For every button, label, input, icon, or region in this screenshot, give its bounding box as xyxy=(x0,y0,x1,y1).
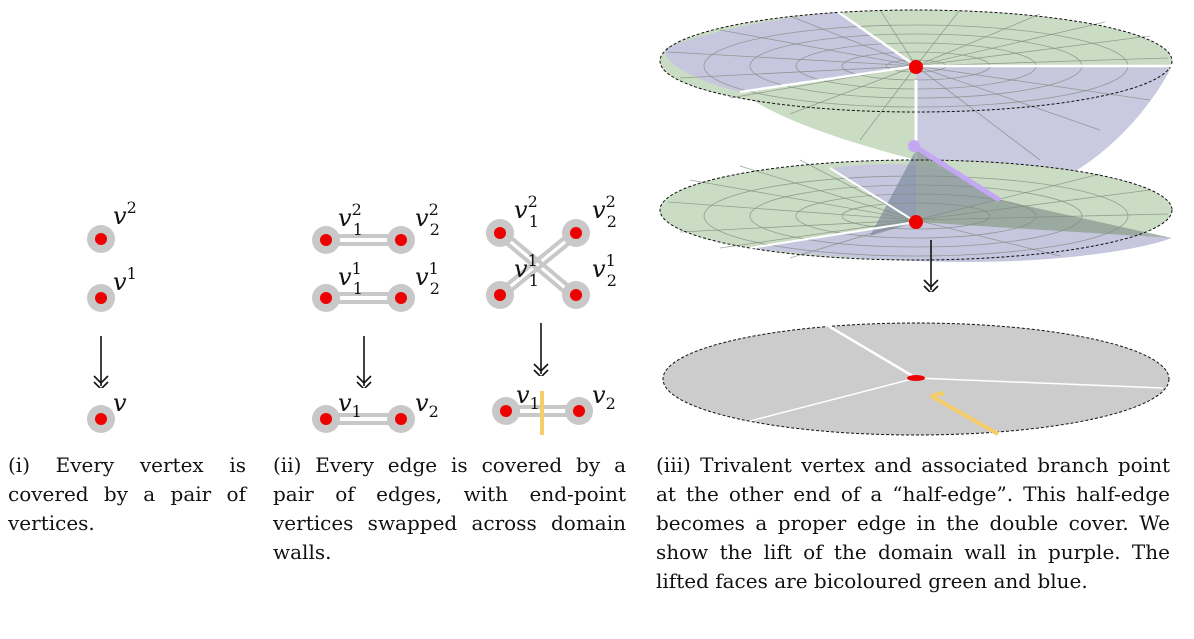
crossed-edges xyxy=(486,219,590,309)
panel-iii xyxy=(659,9,1173,436)
vertex xyxy=(320,413,332,425)
base-edge xyxy=(749,377,917,422)
vertex xyxy=(395,234,407,246)
edge-base xyxy=(312,405,415,433)
base-vertex xyxy=(907,375,925,381)
sheet-boundary xyxy=(659,9,1173,113)
sheet-cut xyxy=(749,221,917,249)
caption-panel-ii: (ii) Every edge is covered by a pair of … xyxy=(273,453,626,564)
label-v1: v1 xyxy=(113,264,137,296)
vertex-v1 xyxy=(95,292,107,304)
domain-wall-yellow xyxy=(930,391,945,398)
lifted-domain-wall xyxy=(911,143,1001,202)
base-edge xyxy=(824,322,917,380)
vertex xyxy=(500,405,512,417)
base-edge xyxy=(915,377,1164,389)
sheet-cut xyxy=(837,10,917,68)
vertex xyxy=(494,289,506,301)
base-disk xyxy=(662,322,1170,436)
caption-panel-i: (i) Every vertex is covered by a pair of… xyxy=(8,453,246,535)
vertex-v xyxy=(95,413,107,425)
edge-base-with-wall xyxy=(492,391,593,435)
green-sector xyxy=(740,66,916,160)
label-v: v xyxy=(113,389,127,417)
vertex xyxy=(570,289,582,301)
label-v2: v2 xyxy=(113,198,137,230)
panel-i: v2 v1 v xyxy=(87,198,137,433)
vertex-v2 xyxy=(95,233,107,245)
edge xyxy=(496,228,576,294)
vertex xyxy=(494,227,506,239)
label-v1: v1 xyxy=(338,389,362,421)
edge-pair-bottom xyxy=(312,284,415,312)
vertex xyxy=(320,292,332,304)
upper-vertex xyxy=(909,60,923,74)
edge xyxy=(500,228,580,296)
sheet-cut xyxy=(829,167,917,223)
lower-vertex xyxy=(909,215,923,229)
vertex xyxy=(320,234,332,246)
vertex xyxy=(395,292,407,304)
sheet-cut xyxy=(739,64,917,94)
sheet-boundary xyxy=(659,159,1173,261)
label-v2: v2 xyxy=(592,381,616,413)
blue-sector xyxy=(665,12,916,92)
dark-fold xyxy=(916,150,1172,238)
label-v2: v2 xyxy=(415,389,439,421)
caption-panel-iii: (iii) Trivalent vertex and associated br… xyxy=(656,453,1170,593)
vertex xyxy=(573,405,585,417)
vertex xyxy=(570,227,582,239)
label-v1: v1 xyxy=(516,381,540,413)
wall-endpoint xyxy=(908,140,920,152)
edge xyxy=(500,234,580,300)
domain-wall-yellow xyxy=(930,394,999,436)
vertex xyxy=(395,413,407,425)
lower-sheet xyxy=(659,150,1173,262)
edge-pair-top xyxy=(312,226,415,254)
